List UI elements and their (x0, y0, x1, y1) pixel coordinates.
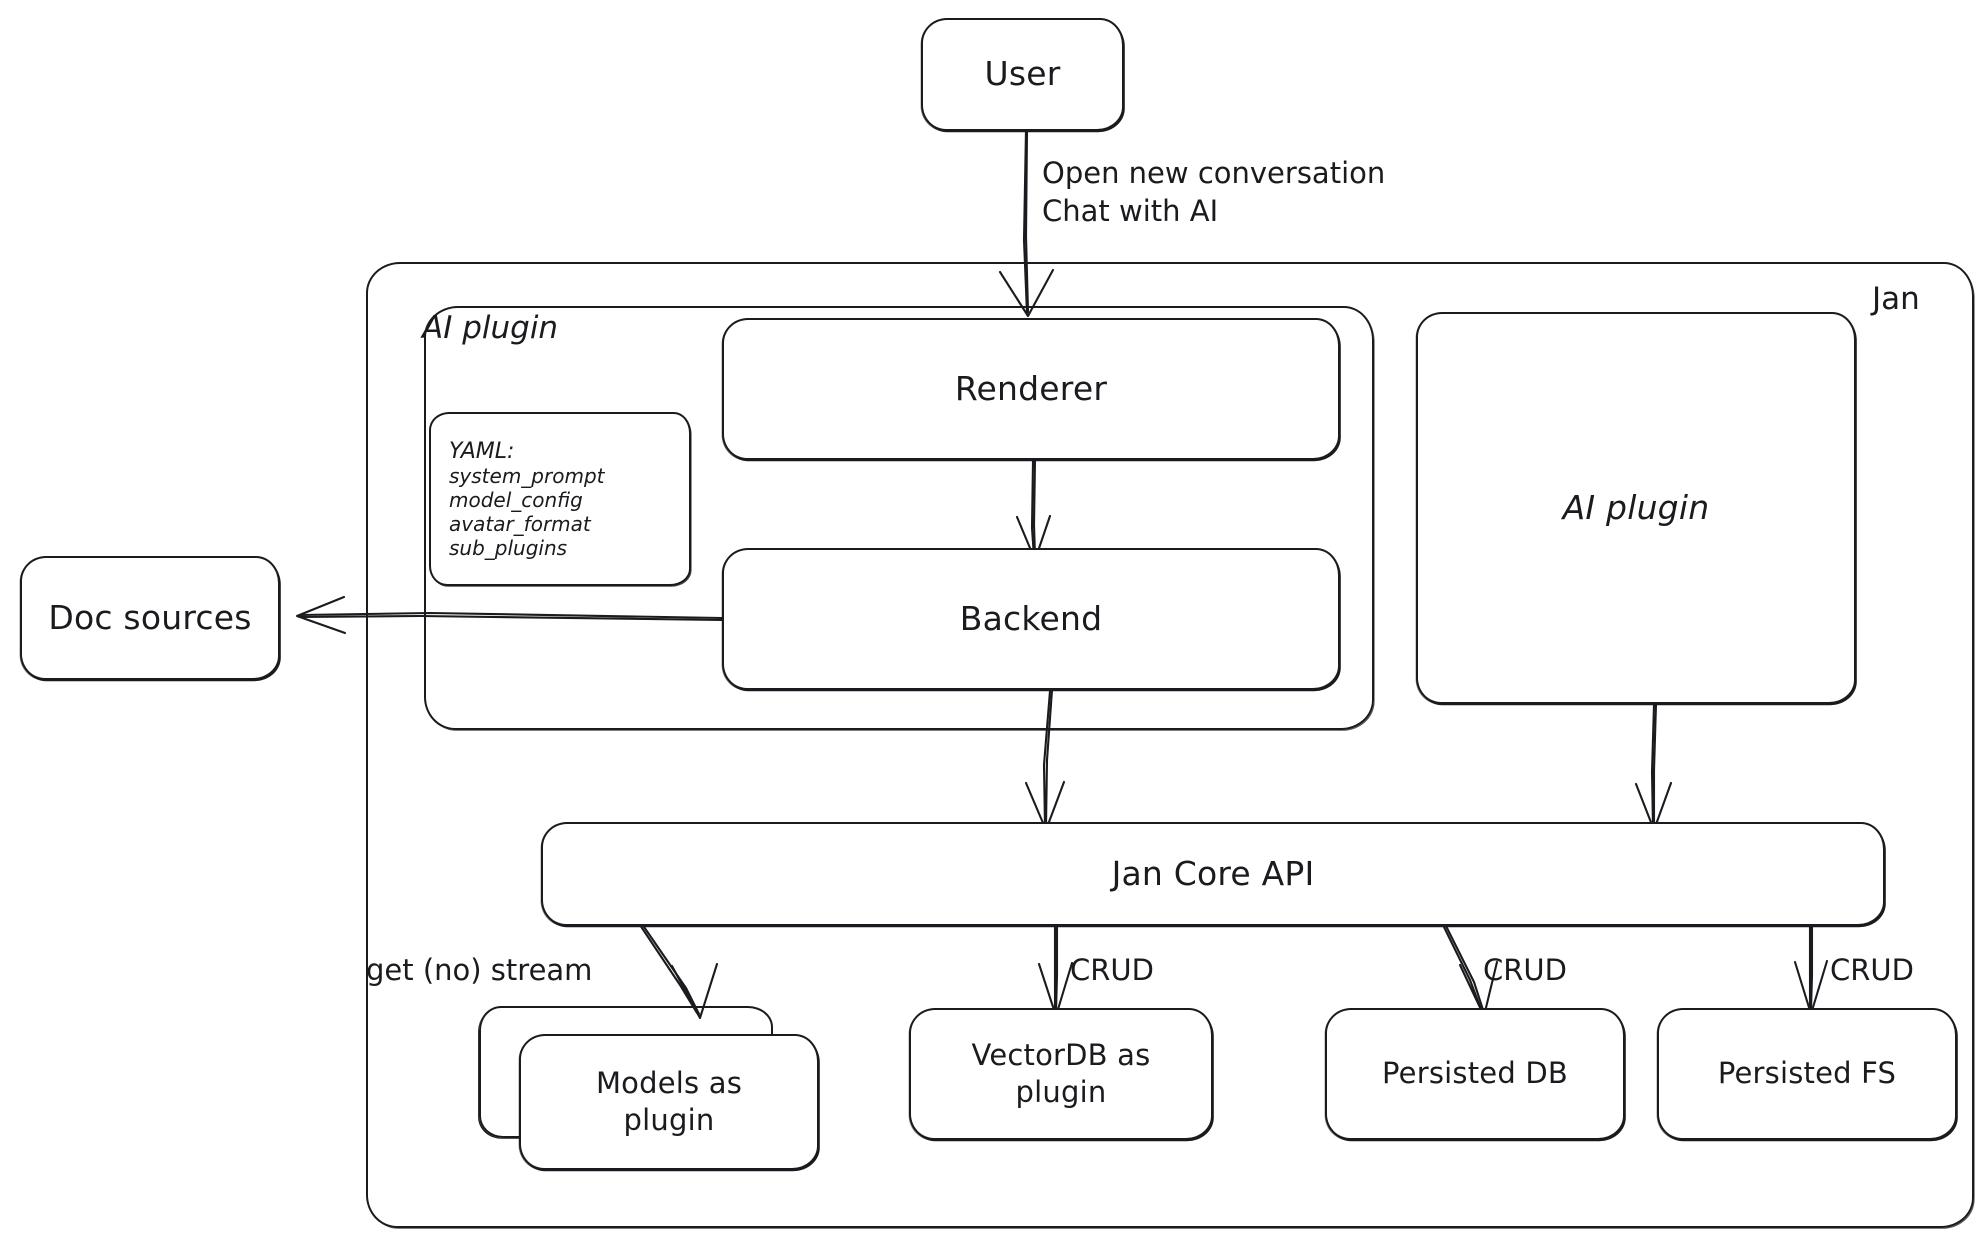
node-persisted-db[interactable]: Persisted DB (1325, 1008, 1625, 1140)
yaml-key-avatar-format: avatar_format (449, 511, 591, 536)
node-renderer-label: Renderer (954, 368, 1108, 408)
edge-label-user-to-renderer: Open new conversation Chat with AI (1042, 156, 1386, 228)
edge-label-crud-persisted-fs: CRUD (1830, 953, 1914, 987)
node-doc-sources[interactable]: Doc sources (20, 556, 280, 680)
node-doc-sources-label: Doc sources (48, 597, 252, 637)
container-jan (366, 262, 1974, 1228)
edge-label-get-no-stream: get (no) stream (366, 953, 593, 987)
node-ai-plugin[interactable]: AI plugin (1416, 312, 1856, 704)
node-vectordb-plugin[interactable]: VectorDB as plugin (909, 1008, 1213, 1140)
node-jan-core-api-label: Jan Core API (1111, 853, 1315, 893)
yaml-key-model-config: model_config (449, 487, 583, 512)
node-ai-plugin-label: AI plugin (1562, 487, 1710, 527)
yaml-note-title: YAML: (449, 438, 515, 464)
edge-label-crud-vectordb: CRUD (1070, 953, 1154, 987)
container-ai-plugin-group (424, 306, 1374, 730)
container-ai-plugin-group-label: AI plugin (422, 310, 559, 346)
node-jan-core-api[interactable]: Jan Core API (541, 822, 1885, 926)
node-models-plugin-label: Models as plugin (595, 1065, 743, 1137)
container-jan-label: Jan (1872, 281, 1920, 317)
node-user-label: User (984, 54, 1061, 94)
edge-label-crud-persisted-db: CRUD (1483, 953, 1567, 987)
node-renderer[interactable]: Renderer (722, 318, 1340, 460)
node-backend[interactable]: Backend (722, 548, 1340, 690)
node-user[interactable]: User (921, 18, 1124, 131)
node-models-plugin[interactable]: Models as plugin (519, 1034, 819, 1170)
yaml-key-sub-plugins: sub_plugins (449, 535, 568, 560)
node-backend-label: Backend (959, 598, 1103, 638)
node-vectordb-plugin-label: VectorDB as plugin (971, 1037, 1151, 1109)
node-persisted-fs-label: Persisted FS (1717, 1056, 1897, 1091)
yaml-key-system-prompt: system_prompt (449, 463, 605, 488)
node-persisted-fs[interactable]: Persisted FS (1657, 1008, 1957, 1140)
node-persisted-db-label: Persisted DB (1382, 1056, 1568, 1091)
yaml-config-note: YAML: system_prompt model_config avatar_… (429, 412, 691, 586)
